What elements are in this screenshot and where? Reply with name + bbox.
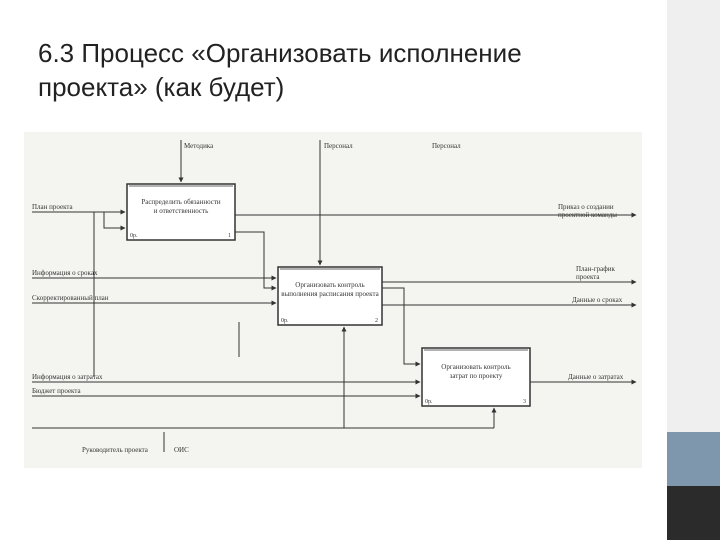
- label-manager: Руководитель проекта: [82, 446, 149, 454]
- arrow-block2-to-block3: [382, 287, 421, 367]
- process-block-1: Распределить обязанности и ответственнос…: [126, 183, 236, 241]
- label-adjusted-plan: Скорректированный план: [32, 294, 109, 302]
- process-block-3: Организовать контроль затрат по проекту …: [421, 347, 531, 407]
- label-order-line-1: Приказ о создании: [558, 203, 614, 211]
- label-staff-1: Персонал: [324, 142, 353, 150]
- slide-accent-block: [667, 432, 720, 486]
- label-cost-data: Данные о затратах: [568, 373, 624, 381]
- label-budget: Бюджет проекта: [32, 387, 82, 395]
- label-staff-2: Персонал: [432, 142, 461, 150]
- block-1-title-line-2: и ответственность: [154, 207, 209, 215]
- arrow-plan-branch: [103, 212, 126, 231]
- block-2-cost: 0р.: [281, 318, 289, 324]
- label-plan: План проекта: [32, 203, 74, 211]
- block-2-title-line-2: выполнения расписания проекта: [281, 290, 379, 298]
- slide-dark-block: [667, 486, 720, 540]
- label-gantt-line-1: План-график: [576, 265, 615, 273]
- idef0-diagram: Распределить обязанности и ответственнос…: [24, 132, 642, 468]
- label-methods: Методика: [184, 142, 214, 150]
- slide-title-line-2: проекта» (как будет): [38, 72, 285, 102]
- block-3-cost: 0р.: [425, 399, 433, 405]
- slide-title-line-1: 6.3 Процесс «Организовать исполнение: [38, 38, 522, 68]
- label-cost-info: Информация о затратах: [32, 373, 103, 381]
- block-3-title-line-2: затрат по проекту: [450, 372, 503, 380]
- block-1-title-line-1: Распределить обязанности: [141, 198, 221, 206]
- block-2-number: 2: [375, 318, 378, 324]
- arrow-block1-to-block2: [235, 231, 277, 291]
- slide-title: 6.3 Процесс «Организовать исполнение про…: [38, 36, 638, 104]
- label-time-data: Данные о сроках: [572, 296, 623, 304]
- block-2-title-line-1: Организовать контроль: [295, 281, 364, 289]
- block-3-number: 3: [523, 399, 526, 405]
- label-gantt-line-2: проекта: [576, 273, 600, 281]
- block-3-title-line-1: Организовать контроль: [441, 363, 510, 371]
- block-1-cost: 0р.: [130, 233, 138, 239]
- label-schedule-info: Информация о сроках: [32, 269, 98, 277]
- label-ois: ОИС: [174, 446, 189, 454]
- process-block-2: Организовать контроль выполнения расписа…: [277, 266, 383, 326]
- block-1-number: 1: [228, 233, 231, 239]
